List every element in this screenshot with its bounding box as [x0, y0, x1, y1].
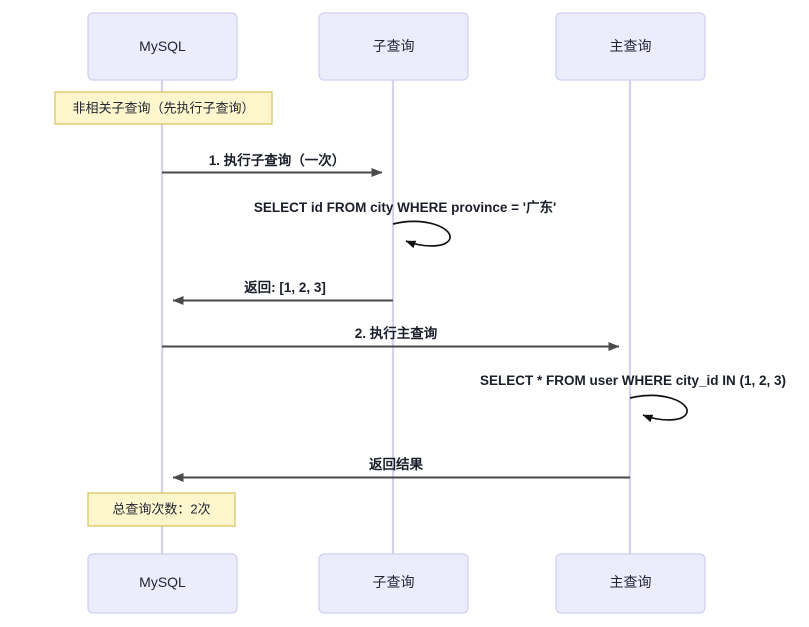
participants-bottom: MySQL 子查询 主查询: [87, 553, 706, 614]
participant-box-mainquery-top[interactable]: [555, 12, 706, 81]
note-label-top: 非相关子查询（先执行子查询）: [72, 100, 254, 115]
message-4: 2. 执行主查询: [162, 325, 620, 351]
participant-label-mainquery-bottom: 主查询: [610, 574, 652, 590]
message-4-label: 2. 执行主查询: [355, 325, 438, 341]
note-top[interactable]: 非相关子查询（先执行子查询）: [54, 91, 273, 125]
message-2-selfloop-arrow: [392, 220, 451, 249]
participant-box-mainquery-bottom[interactable]: [555, 553, 706, 614]
participant-box-subquery-top[interactable]: [318, 12, 469, 81]
message-5-selfloop-arrow: [629, 394, 688, 423]
participant-box-subquery-bottom[interactable]: [318, 553, 469, 614]
message-1-label: 1. 执行子查询（一次）: [209, 152, 346, 168]
participant-subquery-bottom[interactable]: 子查询: [318, 553, 469, 614]
message-3-label: 返回: [1, 2, 3]: [244, 280, 326, 295]
message-6: 返回结果: [172, 456, 630, 482]
participant-box-mysql-bottom[interactable]: [87, 553, 238, 614]
lifelines: [160, 80, 632, 554]
message-5-label: SELECT * FROM user WHERE city_id IN (1, …: [480, 373, 786, 388]
participant-label-mainquery-top: 主查询: [610, 38, 652, 54]
participant-label-subquery-top: 子查询: [373, 38, 415, 54]
participant-mainquery-bottom[interactable]: 主查询: [555, 553, 706, 614]
participant-box-mysql-top[interactable]: [87, 12, 238, 81]
participants-top: MySQL 子查询 主查询: [87, 12, 706, 81]
note-bottom[interactable]: 总查询次数：2次: [87, 492, 236, 527]
message-3: 返回: [1, 2, 3]: [172, 280, 393, 305]
participant-subquery-top[interactable]: 子查询: [318, 12, 469, 81]
message-6-label: 返回结果: [369, 456, 423, 472]
participant-mysql-top[interactable]: MySQL: [87, 12, 238, 81]
message-1: 1. 执行子查询（一次）: [162, 152, 383, 177]
participant-label-subquery-bottom: 子查询: [373, 574, 415, 590]
note-box-bottom[interactable]: [87, 492, 236, 527]
message-2-label: SELECT id FROM city WHERE province = '广东…: [254, 199, 556, 215]
note-box-top[interactable]: [54, 91, 273, 125]
note-label-bottom: 总查询次数：2次: [112, 501, 210, 516]
participant-mysql-bottom[interactable]: MySQL: [87, 553, 238, 614]
message-5: SELECT * FROM user WHERE city_id IN (1, …: [480, 373, 786, 423]
participant-label-mysql-top: MySQL: [139, 38, 186, 54]
participant-mainquery-top[interactable]: 主查询: [555, 12, 706, 81]
message-2: SELECT id FROM city WHERE province = '广东…: [254, 199, 556, 249]
participant-label-mysql-bottom: MySQL: [139, 574, 186, 590]
